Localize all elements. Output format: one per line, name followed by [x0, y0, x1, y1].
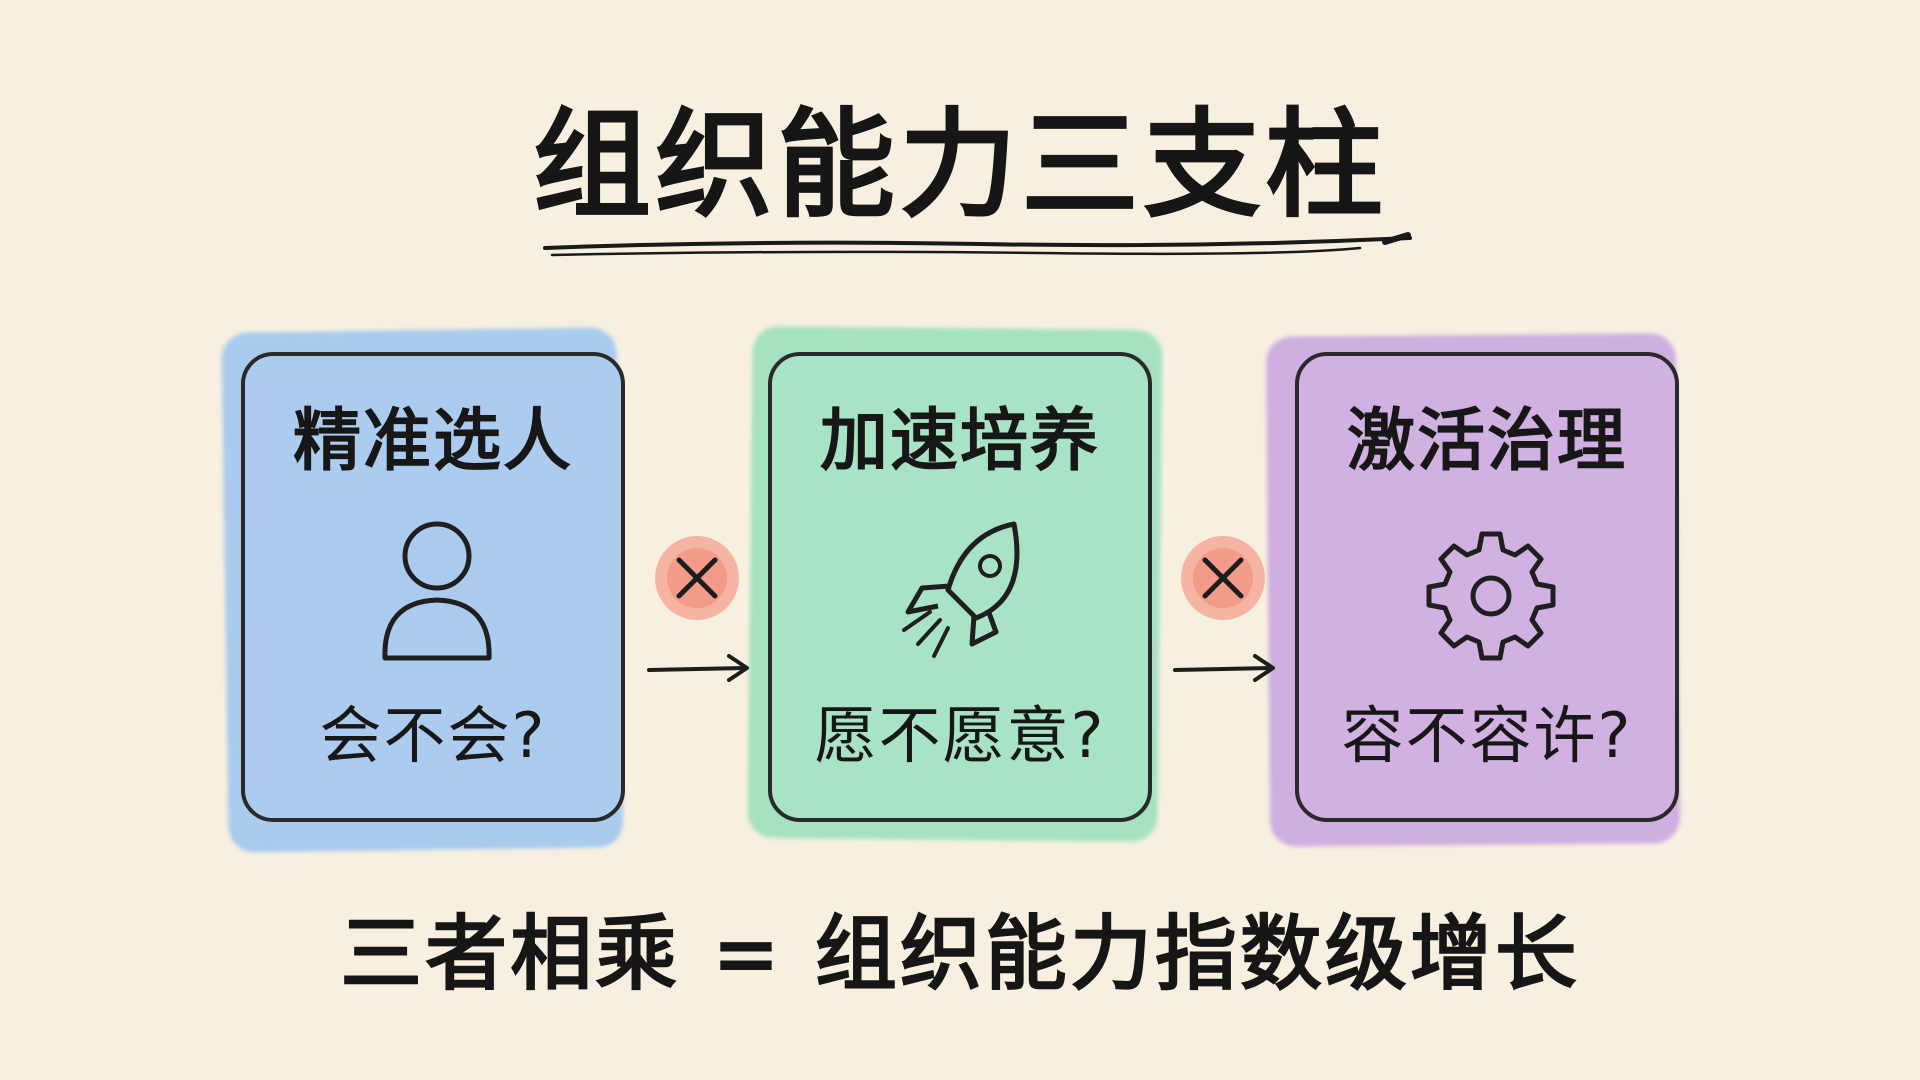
pillar-question: 容不容许? [1341, 699, 1633, 772]
multiply-icon [1202, 557, 1244, 599]
diagram-title: 组织能力三支柱 [532, 96, 1387, 234]
formula-text: 三者相乘 = 组织能力指数级增长 [340, 907, 1580, 1002]
pillar-card-govern: 激活治理 容不容许? [1295, 352, 1679, 822]
pillar-title: 精准选人 [292, 402, 573, 481]
rocket-icon [902, 521, 1020, 658]
arrow-right-icon [1173, 654, 1275, 682]
multiply-operator [1173, 536, 1275, 682]
pillar-title: 加速培养 [819, 402, 1100, 481]
arrow-right-icon [647, 654, 749, 682]
pillar-card-develop: 加速培养 愿不愿意? [768, 352, 1152, 822]
pillar-question: 愿不愿意? [814, 699, 1106, 772]
multiply-icon [676, 557, 718, 599]
person-icon [382, 521, 492, 661]
gear-icon [1426, 531, 1556, 661]
title-underline [543, 232, 1412, 257]
pillar-question: 会不会? [319, 699, 547, 772]
pillar-title: 激活治理 [1346, 402, 1627, 481]
pillar-card-select: 精准选人 会不会? [241, 352, 625, 822]
multiply-operator [647, 536, 749, 682]
